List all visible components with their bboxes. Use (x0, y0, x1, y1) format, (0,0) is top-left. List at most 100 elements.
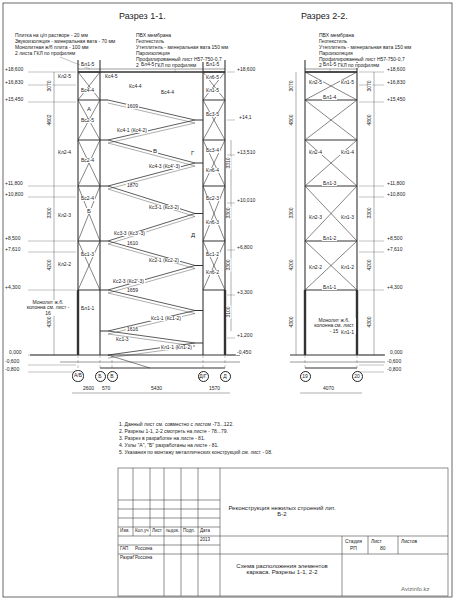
member-line (330, 69, 331, 72)
drawing-label: Реконструкция нежилых строений лит. Б-2 (225, 505, 339, 518)
member-line (77, 290, 79, 355)
member-line (108, 186, 195, 214)
drawing-label: +10,010 (236, 198, 256, 203)
drawing-label: Вс2-4 (80, 158, 95, 163)
drawing-label: 1570 (208, 386, 221, 391)
drawing-label: Россина (134, 547, 153, 552)
member-line (78, 186, 100, 187)
member-line (108, 311, 195, 332)
member-line (108, 269, 195, 294)
member-line (108, 293, 195, 314)
member-line (28, 186, 76, 187)
drawing-label: Вс2-5 (80, 118, 95, 123)
drawing-label: 3. Разрез в разработке на листе - 81. (118, 436, 206, 441)
dimension-text: 4200 (47, 258, 52, 271)
member-line (100, 290, 108, 291)
member-line (108, 143, 195, 166)
member-line (290, 355, 385, 356)
member-line (60, 362, 240, 363)
member-line (359, 186, 384, 187)
drawing-label: Геотекстиль (135, 39, 165, 44)
member-line (108, 355, 150, 368)
drawing-label: Кл2-3 (57, 213, 72, 218)
member-line (78, 72, 100, 100)
dimension-text: 4800 (367, 113, 372, 126)
member-line (203, 290, 225, 291)
member-line (108, 123, 195, 143)
member-line (108, 241, 195, 266)
member-line (305, 71, 357, 72)
dimension-text: 3300 (367, 206, 372, 219)
member-line (100, 100, 108, 101)
drawing-label: Бс3-4 (205, 148, 220, 153)
member-line (195, 310, 203, 311)
drawing-label: Бс2-3 (205, 196, 220, 201)
drawing-label: Avizinfo.kz (400, 586, 431, 592)
member-line (305, 241, 357, 290)
drawing-label: Бл1-1 (322, 285, 337, 290)
member-line (203, 241, 225, 290)
member-line (28, 72, 76, 73)
member-line (108, 343, 195, 355)
member-line (100, 355, 101, 370)
drawing-label: Пароизоляция (318, 51, 354, 56)
drawing-label: +8,500 (386, 236, 403, 241)
member-line (78, 241, 100, 290)
drawing-label: 1616 (126, 327, 139, 332)
member-line (28, 102, 76, 103)
member-line (108, 166, 195, 189)
drawing-label: 4. Узлы "А", "Б" разработаны на листе - … (118, 443, 220, 448)
drawing-label: В (152, 148, 158, 154)
dimension-text: 4200 (289, 258, 294, 271)
drawing-label: 0,000 (389, 350, 404, 355)
drawing-label: Кл1-5 (205, 88, 220, 93)
drawing-label: Дата (199, 529, 211, 534)
axis-name: 20 (354, 374, 360, 379)
member-line (305, 140, 357, 186)
member-line (78, 72, 100, 100)
drawing-label: +4,300 (386, 285, 403, 290)
axis-name: 19 (302, 374, 308, 379)
drawing-label: +8,500 (4, 236, 21, 241)
member-line (175, 69, 176, 72)
drawing-label: -0,450 (236, 350, 252, 355)
dimension-text: 3300 (226, 206, 231, 219)
member-line (78, 355, 79, 370)
drawing-label: Звукоизоляция - минеральная вата - 70 мм (14, 39, 116, 44)
drawing-label: +18,600 (4, 67, 24, 72)
drawing-label: Кл6-2 (205, 270, 220, 275)
drawing-label: +11,800 (386, 181, 406, 186)
member-line (100, 331, 108, 332)
drawing-label: +7,610 (386, 247, 403, 252)
member-line (305, 186, 357, 241)
member-line (108, 290, 195, 311)
drawing-label: Бл1-5 (205, 62, 220, 67)
drawing-label: 1. Данный лист см. совместно с листом -7… (118, 422, 235, 427)
member-line (203, 100, 225, 140)
drawing-label: Кл1-2 (340, 265, 355, 270)
member-line (108, 120, 195, 140)
member-line (290, 362, 385, 363)
member-line (72, 393, 230, 394)
member-line (78, 140, 100, 141)
drawing-label: Кл2-3 (308, 215, 323, 220)
member-line (108, 214, 195, 242)
drawing-label: Кс4-4 (128, 84, 143, 89)
drawing-label: +15,450 (386, 97, 406, 102)
member-line (28, 355, 76, 356)
member-line (203, 140, 225, 186)
drawing-label: +18,600 (236, 67, 256, 72)
axis-bubble: Д/Г (198, 371, 209, 382)
member-line (203, 140, 225, 186)
member-line (359, 197, 384, 198)
member-line (359, 290, 384, 291)
dimension-text: 3300 (226, 258, 231, 271)
drawing-label: +6,800 (236, 245, 253, 250)
drawing-label: Кл2-2 (308, 265, 323, 270)
drawing-label: Разрез 2-2. (300, 12, 349, 21)
drawing-label: Бл1-5 (80, 62, 95, 67)
member-line (374, 72, 375, 355)
member-line (78, 100, 100, 140)
drawing-label: Утеплитель - минеральная вата 150 мм (135, 45, 229, 50)
